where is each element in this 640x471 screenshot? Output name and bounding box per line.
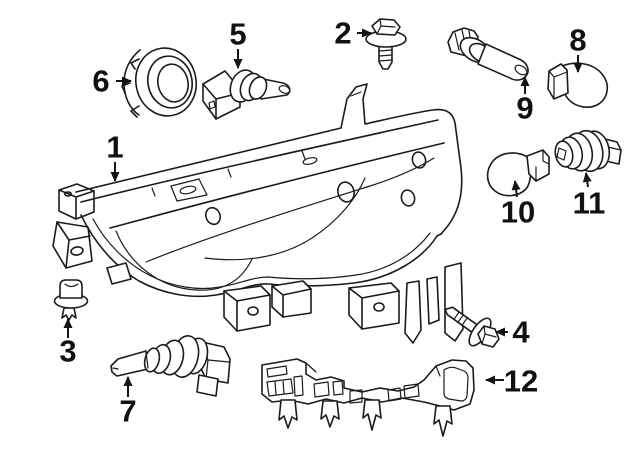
callout-6[interactable]: 6: [92, 64, 132, 99]
callout-11-arrow: [582, 172, 592, 188]
callout-7-number[interactable]: 7: [119, 394, 136, 429]
part-bulb-socket-with-holder: [447, 27, 529, 81]
part-mounting-bolt-upper: [365, 18, 407, 70]
callout-12[interactable]: 12: [485, 364, 538, 399]
callout-8[interactable]: 8: [569, 23, 587, 73]
callout-12-number[interactable]: 12: [504, 364, 538, 399]
callout-10-number[interactable]: 10: [501, 195, 535, 230]
callout-5-number[interactable]: 5: [229, 17, 246, 52]
callout-10-arrow: [511, 180, 521, 198]
callout-9[interactable]: 9: [516, 76, 534, 126]
callout-6-number[interactable]: 6: [92, 64, 109, 99]
callout-1[interactable]: 1: [106, 130, 124, 182]
part-headlamp-assembly: [52, 83, 464, 344]
callout-2-number[interactable]: 2: [334, 16, 351, 51]
part-retainer-clip: [53, 279, 89, 321]
callout-3[interactable]: 3: [59, 318, 77, 369]
callout-4-number[interactable]: 4: [512, 315, 530, 350]
part-signal-bulb-socket: [554, 129, 622, 173]
part-mounting-bolt-side: [444, 306, 500, 348]
callout-11-number[interactable]: 11: [573, 186, 606, 221]
part-marker-bulb: [547, 62, 609, 108]
part-high-beam-bulb: [202, 69, 291, 120]
callout-7[interactable]: 7: [119, 376, 137, 429]
part-signal-bulb: [486, 149, 550, 197]
callout-9-number[interactable]: 9: [516, 91, 533, 126]
callout-2[interactable]: 2: [334, 16, 372, 51]
callout-8-number[interactable]: 8: [569, 23, 586, 58]
callout-11[interactable]: 11: [573, 172, 606, 221]
part-headlamp-mounting-bracket: [261, 358, 475, 437]
callout-5[interactable]: 5: [229, 17, 247, 69]
callout-10[interactable]: 10: [501, 180, 535, 230]
callout-3-number[interactable]: 3: [59, 334, 76, 369]
part-socket-cover-cap: [121, 47, 197, 118]
part-low-beam-bulb: [110, 335, 231, 397]
callout-1-number[interactable]: 1: [106, 130, 123, 165]
callout-4[interactable]: 4: [495, 315, 530, 350]
